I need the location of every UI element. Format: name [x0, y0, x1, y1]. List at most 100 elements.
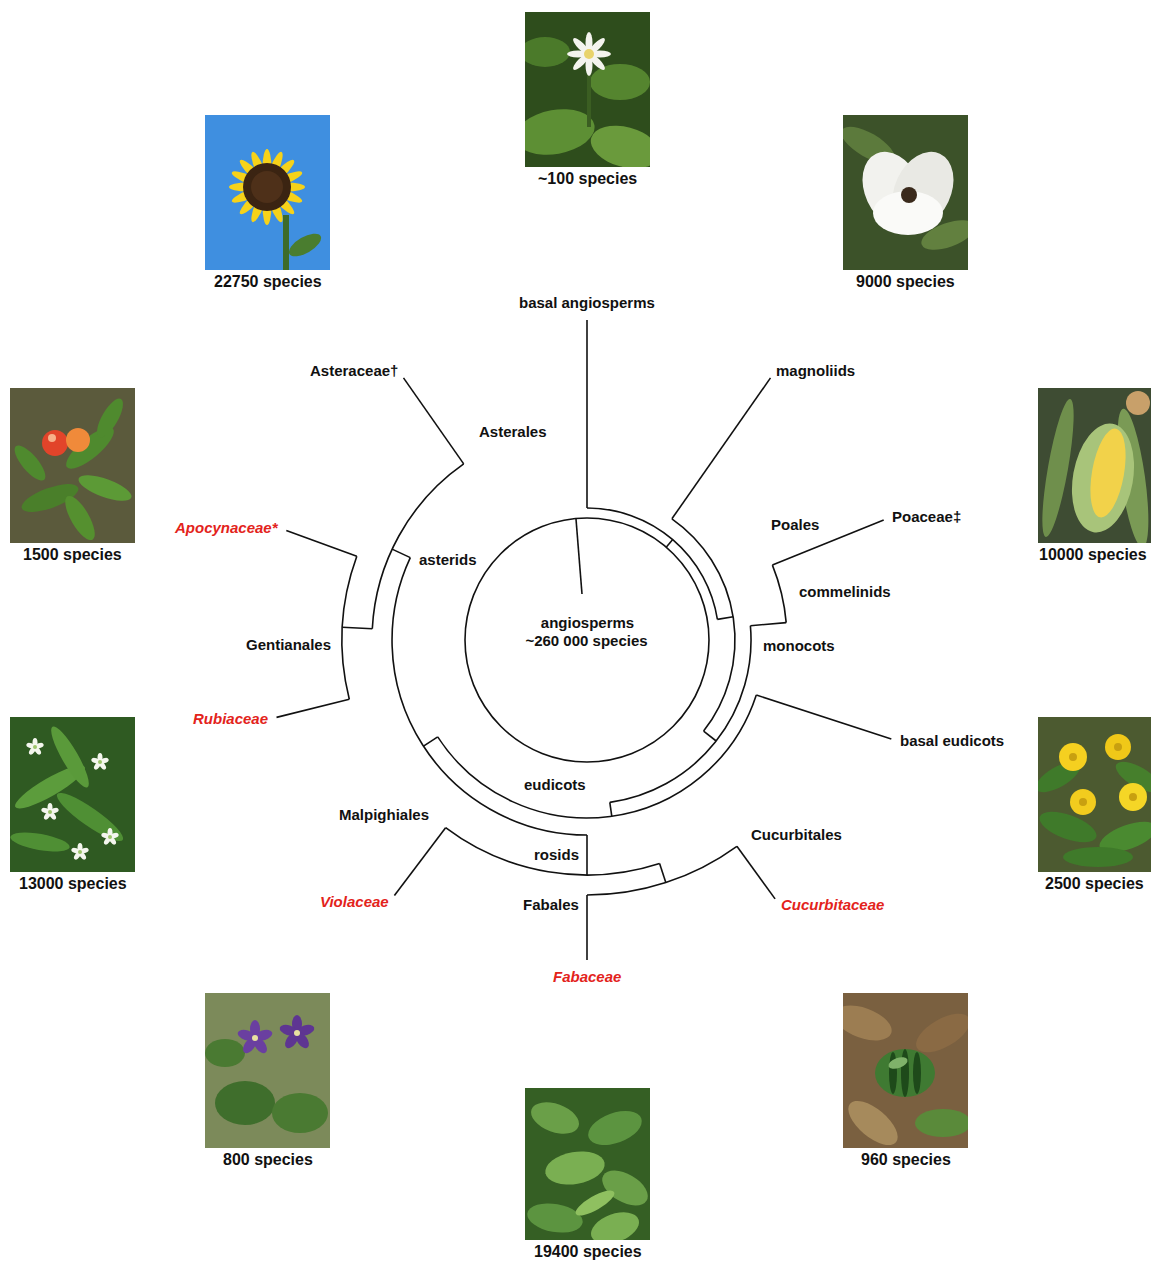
branch-line: [587, 508, 717, 619]
family-label: Rubiaceae: [192, 710, 269, 728]
photo-tile: 800 species: [205, 993, 330, 1148]
label-text: angiosperms ~260 000 species: [525, 614, 648, 649]
photo-tile: 2500 species: [1038, 717, 1151, 872]
branch-line: [717, 617, 733, 620]
photo-shape: [251, 171, 283, 203]
species-count: 800 species: [223, 1151, 313, 1169]
label-text: asterids: [418, 551, 478, 568]
clade-label: rosids: [533, 846, 580, 864]
label-text: magnoliids: [775, 362, 856, 379]
clade-label: eudicots: [523, 776, 587, 794]
species-count: 13000 species: [19, 875, 127, 893]
clade-label: basal eudicots: [899, 732, 1005, 750]
photo-shape: [1069, 753, 1077, 761]
clade-label: commelinids: [798, 583, 892, 601]
photo-shape: [543, 1147, 608, 1189]
label-text: Asterales: [478, 423, 548, 440]
species-count: ~100 species: [538, 170, 637, 188]
photo-ground: [10, 717, 135, 872]
photo-shape: [527, 1096, 584, 1139]
species-count-text: 1500 species: [23, 546, 122, 563]
root-stem: [576, 519, 582, 594]
species-count: 22750 species: [214, 273, 322, 291]
branch-line: [660, 864, 666, 883]
branch-line: [586, 320, 588, 508]
label-text: Malpighiales: [338, 806, 430, 823]
label-text: Cucurbitaceae: [780, 896, 885, 913]
photo-shape: [252, 1035, 258, 1041]
photo-tile: 1500 species: [10, 388, 135, 543]
photo-ground: [1038, 717, 1151, 872]
branch-line: [756, 695, 891, 739]
photo-tile: 22750 species: [205, 115, 330, 270]
branch-line: [277, 699, 350, 717]
family-label: Violaceae: [319, 893, 390, 911]
photo-shape: [52, 787, 128, 848]
branch-line: [587, 846, 737, 895]
clade-label: Malpighiales: [338, 806, 430, 824]
photo-shape: [272, 1093, 328, 1133]
branch-line: [737, 846, 775, 899]
clade-label: Fabales: [522, 896, 580, 914]
photo-shape: [48, 810, 52, 814]
branch-line: [586, 835, 588, 875]
plant-photo: [10, 388, 135, 543]
branch-line: [610, 802, 612, 816]
root-circle: [465, 518, 709, 762]
branch-line: [342, 556, 357, 699]
plant-photo: [205, 993, 330, 1148]
photo-shape: [1079, 798, 1087, 806]
photo-shape: [285, 229, 324, 261]
photo-shape: [48, 434, 56, 442]
photo-shape: [294, 1030, 300, 1036]
photo-shape: [76, 470, 135, 506]
plant-photo: [1038, 388, 1151, 543]
photo-shape: [1119, 783, 1147, 811]
photo-shape: [1070, 789, 1096, 815]
label-text: Apocynaceae*: [174, 519, 279, 536]
clade-label: monocots: [762, 637, 836, 655]
photo-shape: [46, 723, 95, 792]
photo-shape: [525, 37, 570, 67]
label-text: monocots: [762, 637, 836, 654]
photo-shape: [1114, 743, 1122, 751]
clade-label: asterids: [418, 551, 478, 569]
photo-shape: [843, 1093, 905, 1148]
species-count: 1500 species: [23, 546, 122, 564]
species-count-text: 960 species: [861, 1151, 951, 1168]
photo-shape: [913, 1052, 921, 1094]
branch-line: [610, 626, 751, 803]
branch-line: [586, 895, 588, 960]
species-count-text: 19400 species: [534, 1243, 642, 1260]
photo-shape: [215, 1081, 275, 1125]
photo-shape: [1064, 419, 1142, 538]
branch-line: [750, 623, 786, 626]
branch-line: [672, 378, 771, 519]
photo-shape: [901, 187, 917, 203]
photo-tile: 9000 species: [843, 115, 968, 270]
species-count-text: ~100 species: [538, 170, 637, 187]
species-count: 10000 species: [1039, 546, 1147, 564]
branch-line: [404, 378, 464, 464]
photo-shape: [875, 1049, 935, 1097]
photo-shape: [590, 64, 650, 100]
branch-line: [342, 627, 372, 629]
label-text: basal eudicots: [899, 732, 1005, 749]
photo-shape: [915, 1109, 968, 1137]
branch-line: [446, 828, 660, 875]
clade-label: Asterales: [478, 423, 548, 441]
photo-shape: [586, 119, 650, 167]
label-text: commelinids: [798, 583, 892, 600]
branch-line: [392, 558, 587, 835]
photo-shape: [1105, 734, 1131, 760]
photo-shape: [584, 49, 594, 59]
branch-line: [672, 519, 735, 731]
photo-shape: [887, 1055, 909, 1071]
branch-line: [666, 540, 673, 548]
photo-shape: [1038, 397, 1080, 538]
plant-photo: [525, 12, 650, 167]
species-count-text: 9000 species: [856, 273, 955, 290]
photo-shape: [42, 430, 68, 456]
clade-label: Poales: [770, 516, 820, 534]
photo-shape: [205, 1039, 245, 1067]
